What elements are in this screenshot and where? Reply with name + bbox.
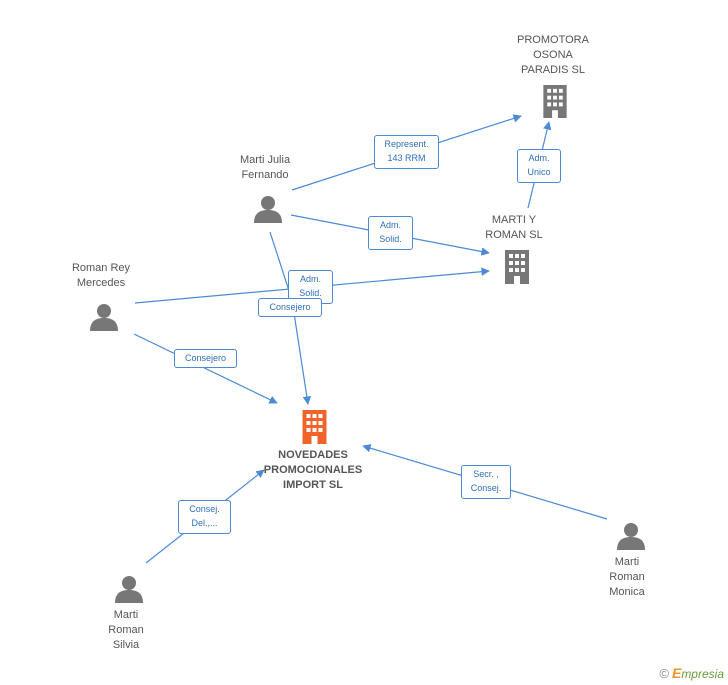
edges (133, 114, 608, 564)
brand-name: mpresia (681, 667, 724, 681)
person-icon[interactable] (254, 196, 282, 223)
person-label-marti-monica[interactable]: Marti Roman Monica (609, 556, 645, 598)
building-icon[interactable] (543, 85, 567, 118)
person-label-marti-silvia[interactable]: Marti Roman Silvia (108, 609, 144, 651)
edge-label-secr-consej: Secr. , Consej. (461, 465, 511, 499)
empresia-logo: ©Empresia (659, 665, 724, 681)
edge-label-adm-solid-1: Adm. Solid. (368, 216, 413, 250)
building-icon[interactable] (302, 410, 327, 444)
person-icon[interactable] (90, 304, 118, 331)
building-icon[interactable] (505, 250, 529, 284)
company-label-promotora[interactable]: PROMOTORA OSONA PARADIS SL (517, 34, 589, 76)
edge-consejero-rey (133, 333, 278, 404)
person-label-marti-julia[interactable]: Marti Julia Fernando (239, 154, 291, 181)
edge-label-consej-del: Consej. Del.,... (178, 500, 231, 534)
company-label-novedades[interactable]: NOVEDADES PROMOCIONALES IMPORT SL (263, 449, 363, 491)
person-icon[interactable] (115, 576, 143, 603)
edge-label-consejero-1: Consejero (258, 298, 322, 317)
edge-label-represent: Represent. 143 RRM (374, 135, 439, 169)
edge-consejero-julia (269, 231, 312, 405)
company-label-marti-y-roman[interactable]: MARTI Y ROMAN SL (485, 214, 543, 241)
edge-label-adm-unico: Adm. Unico (517, 149, 561, 183)
person-icon[interactable] (617, 523, 645, 550)
edge-label-consejero-2: Consejero (174, 349, 237, 368)
brand-initial: E (671, 665, 682, 681)
person-label-roman-rey[interactable]: Roman Rey Mercedes (71, 262, 131, 289)
copyright-icon: © (659, 666, 669, 681)
